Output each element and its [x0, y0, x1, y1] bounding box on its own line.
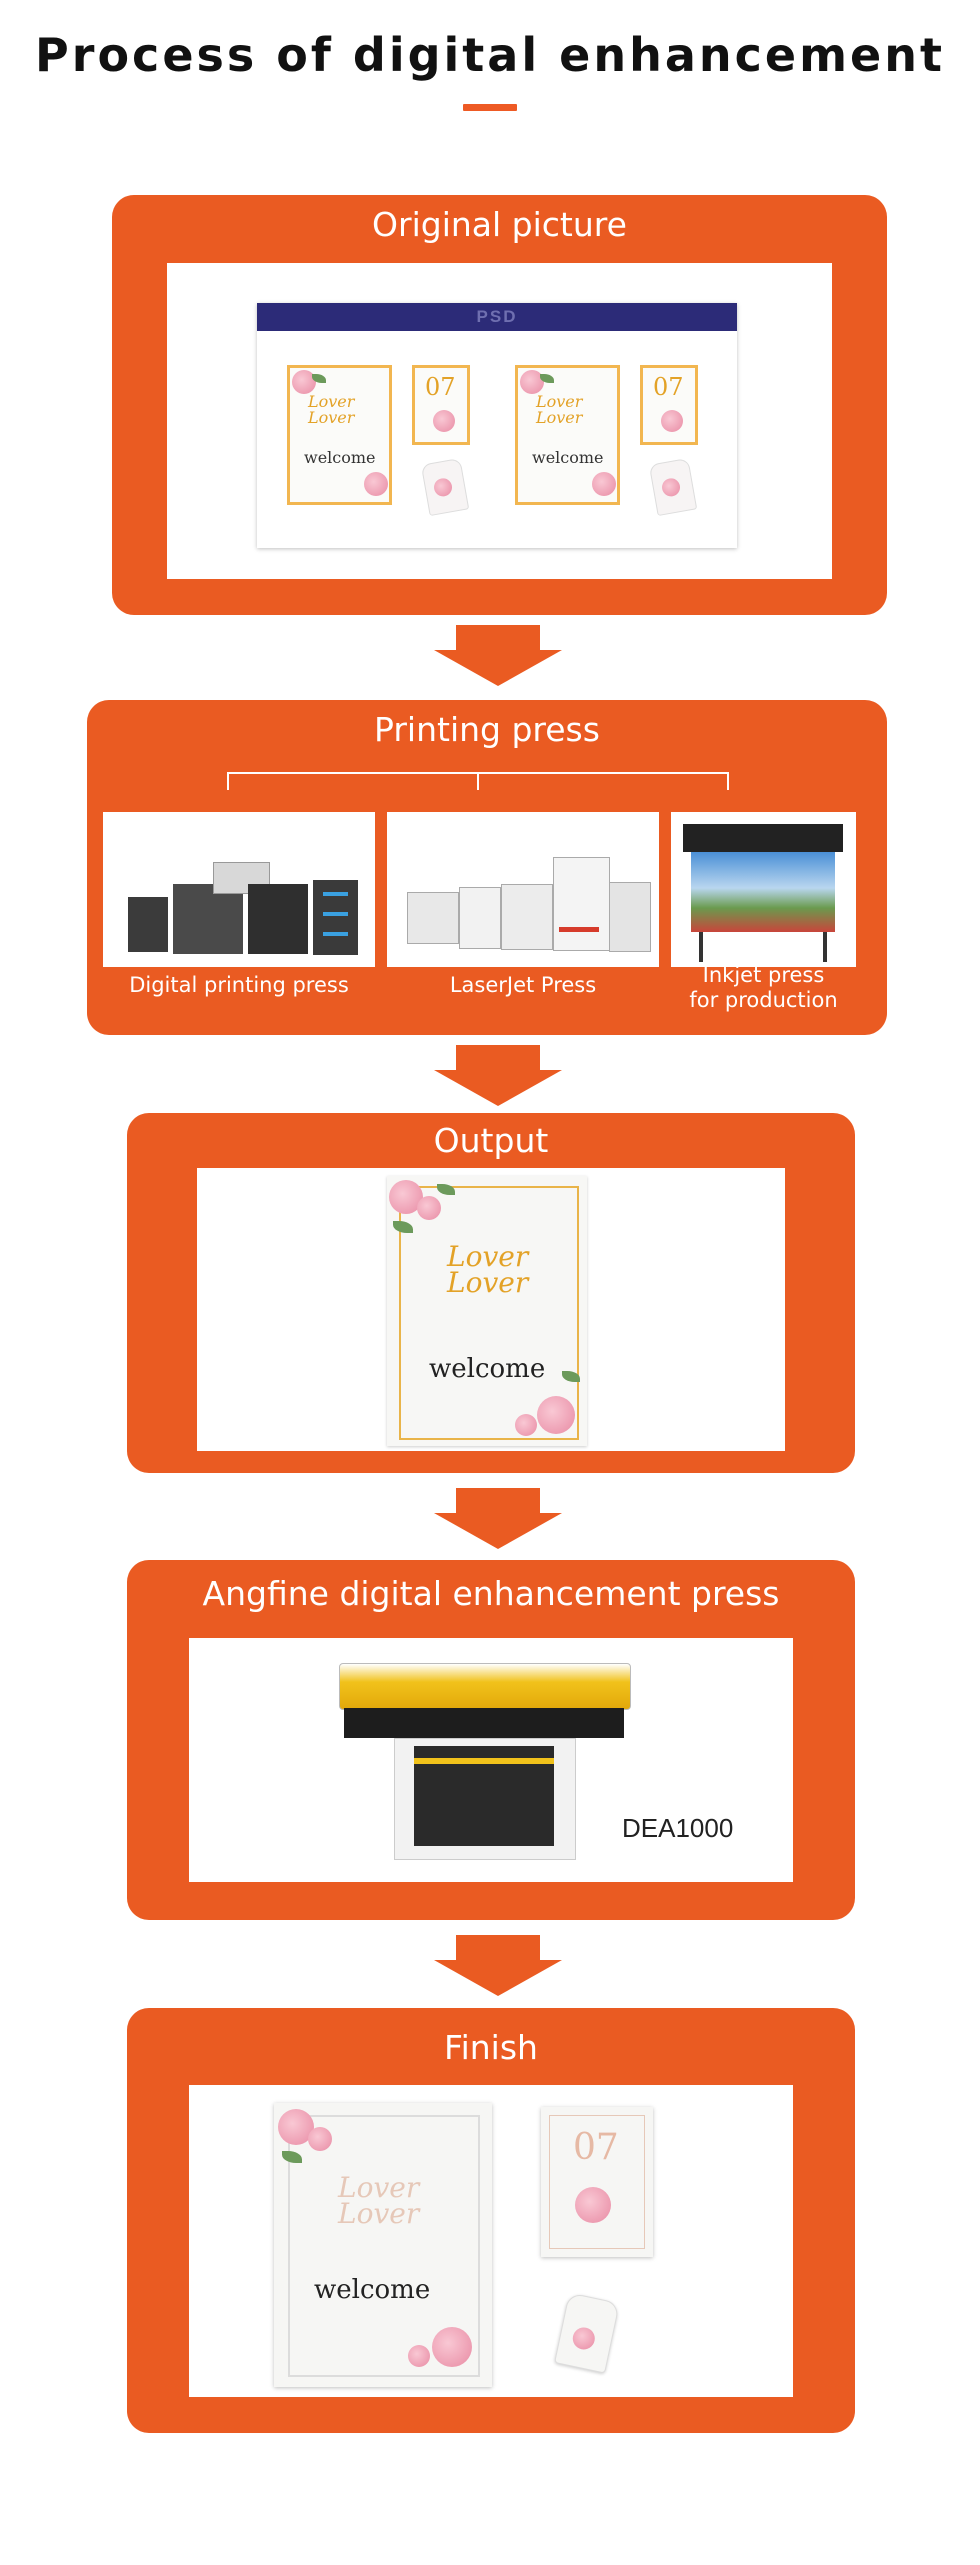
press-unit — [173, 884, 243, 954]
rose-decoration — [592, 472, 616, 496]
press-unit — [128, 897, 168, 952]
panel-heading: Printing press — [87, 710, 887, 749]
press-unit — [407, 892, 459, 944]
rose-decoration — [571, 2325, 597, 2351]
rose-decoration — [575, 2187, 611, 2223]
hang-tag — [421, 458, 469, 516]
card-script: Lover Lover — [447, 1244, 537, 1296]
bracket-tick — [227, 772, 229, 790]
machine-stripe — [414, 1758, 554, 1764]
press-accent — [323, 912, 348, 916]
press-unit — [459, 887, 501, 949]
rose-decoration — [308, 2127, 332, 2151]
arrow-stem — [456, 1935, 540, 1960]
press-accent — [559, 927, 599, 932]
press-label-inkjet: Inkjet press for production — [671, 963, 856, 1013]
card-script: Lover Lover — [338, 2175, 428, 2227]
down-arrow-icon — [434, 1513, 562, 1549]
psd-mockup: PSD Lover Lover welcome 07 Lover Lo — [257, 303, 737, 548]
rose-decoration — [364, 472, 388, 496]
inkjet-press-image — [671, 812, 856, 967]
number-card: 07 — [640, 365, 698, 445]
press-accent — [323, 932, 348, 936]
output-card: Lover Lover welcome — [387, 1176, 587, 1446]
enhancement-press-machine — [339, 1648, 629, 1878]
press-unit — [248, 884, 308, 954]
model-label: DEA1000 — [622, 1813, 733, 1844]
arrow-stem — [456, 1045, 540, 1070]
rose-decoration — [433, 477, 454, 498]
digital-printing-press-image — [103, 812, 375, 967]
rose-decoration — [661, 477, 682, 498]
finished-hang-tag — [554, 2292, 620, 2373]
number-card: 07 — [412, 365, 470, 445]
panel-enhancement-press: Angfine digital enhancement press DEA100… — [127, 1560, 855, 1920]
press-stand — [699, 932, 703, 962]
down-arrow-icon — [434, 1070, 562, 1106]
printed-poster — [691, 852, 835, 932]
panel-heading: Output — [127, 1121, 855, 1160]
panel-heading: Original picture — [112, 205, 887, 244]
card-number: 07 — [425, 373, 456, 401]
psd-label: PSD — [477, 307, 518, 326]
invitation-card: Lover Lover welcome — [515, 365, 620, 505]
rose-decoration — [537, 1396, 575, 1434]
finish-frame: Lover Lover welcome 07 — [189, 2085, 793, 2397]
rose-decoration — [515, 1414, 537, 1436]
card-script: Lover Lover — [536, 394, 606, 426]
enhancement-press-frame: DEA1000 — [189, 1638, 793, 1882]
card-script: Lover Lover — [308, 394, 378, 426]
card-welcome: welcome — [429, 1354, 545, 1384]
panel-original-picture: Original picture PSD Lover Lover welcome… — [112, 195, 887, 615]
rose-decoration — [661, 410, 683, 432]
down-arrow-icon — [434, 650, 562, 686]
rose-decoration — [417, 1196, 441, 1220]
panel-printing-press: Printing press Digital printing press La… — [87, 700, 887, 1035]
machine-bed — [344, 1708, 624, 1738]
arrow-stem — [456, 1488, 540, 1513]
machine-top — [339, 1663, 631, 1710]
card-number: 07 — [573, 2127, 619, 2168]
invitation-card: Lover Lover welcome — [287, 365, 392, 505]
card-welcome: welcome — [314, 2275, 430, 2305]
press-unit — [683, 824, 843, 852]
arrow-stem — [456, 625, 540, 650]
bracket-tick — [727, 772, 729, 790]
panel-finish: Finish Lover Lover welcome 07 — [127, 2008, 855, 2433]
panel-output: Output Lover Lover welcome — [127, 1113, 855, 1473]
press-unit — [553, 857, 610, 951]
rose-decoration — [408, 2345, 430, 2367]
press-label-laserjet: LaserJet Press — [387, 973, 659, 997]
hang-tag — [649, 458, 697, 516]
rose-decoration — [433, 410, 455, 432]
panel-heading: Finish — [127, 2028, 855, 2067]
press-label-digital: Digital printing press — [103, 973, 375, 997]
bracket-tick — [477, 772, 479, 790]
finished-invitation: Lover Lover welcome — [274, 2103, 492, 2387]
output-frame: Lover Lover welcome — [197, 1168, 785, 1451]
press-accent — [323, 892, 348, 896]
press-stand — [823, 932, 827, 962]
psd-title-bar: PSD — [257, 303, 737, 331]
down-arrow-icon — [434, 1960, 562, 1996]
card-welcome: welcome — [532, 448, 604, 467]
laserjet-press-image — [387, 812, 659, 967]
press-unit — [609, 882, 651, 952]
rose-decoration — [432, 2327, 472, 2367]
title-underline — [463, 104, 517, 111]
page-title: Process of digital enhancement — [0, 28, 980, 82]
card-number: 07 — [653, 373, 684, 401]
original-picture-frame: PSD Lover Lover welcome 07 Lover Lo — [167, 263, 832, 579]
card-welcome: welcome — [304, 448, 376, 467]
finished-number-card: 07 — [541, 2107, 653, 2257]
press-unit — [501, 884, 553, 950]
panel-heading: Angfine digital enhancement press — [127, 1574, 855, 1613]
